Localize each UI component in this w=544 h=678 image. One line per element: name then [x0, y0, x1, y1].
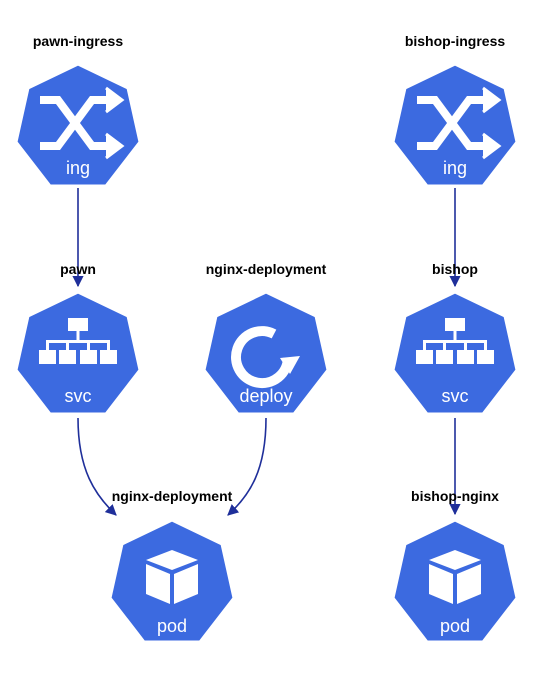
heptagon-badge [14, 290, 142, 416]
node-nginx-pod[interactable]: nginx-deployment pod [108, 488, 236, 644]
hierarchy-icon [416, 318, 494, 364]
heptagon-badge [391, 290, 519, 416]
heptagon-badge [202, 290, 330, 416]
shuffle-icon [40, 86, 125, 160]
kind-label: ing [66, 158, 90, 178]
node-label: bishop [432, 261, 478, 277]
kind-label: deploy [239, 386, 292, 406]
shuffle-icon [417, 86, 502, 160]
node-label: nginx-deployment [112, 488, 233, 504]
rotate-icon [231, 326, 300, 388]
kind-label: svc [442, 386, 469, 406]
node-pawn-ingress[interactable]: pawn-ingress ing [14, 33, 142, 188]
heptagon-badge [108, 518, 236, 644]
heptagon-badge [391, 518, 519, 644]
kind-label: pod [157, 616, 187, 636]
node-bishop-ingress[interactable]: bishop-ingress ing [391, 33, 519, 188]
cube-icon [429, 550, 481, 604]
node-nginx-deployment[interactable]: nginx-deployment deploy [202, 261, 330, 416]
kind-label: ing [443, 158, 467, 178]
edges [72, 188, 461, 516]
edge-pawn-to-nginx-pod [77, 417, 117, 516]
hierarchy-icon [39, 318, 117, 364]
node-label: pawn-ingress [33, 33, 123, 49]
node-label: bishop-nginx [411, 488, 499, 504]
node-bishop-svc[interactable]: bishop svc [391, 261, 519, 416]
node-label: nginx-deployment [206, 261, 327, 277]
node-pawn-svc[interactable]: pawn svc [14, 261, 142, 416]
node-label: pawn [60, 261, 96, 277]
kind-label: svc [65, 386, 92, 406]
cube-icon [146, 550, 198, 604]
edge-deploy-to-nginx-pod [227, 417, 267, 516]
kind-label: pod [440, 616, 470, 636]
node-bishop-nginx[interactable]: bishop-nginx pod [391, 488, 519, 644]
node-label: bishop-ingress [405, 33, 506, 49]
